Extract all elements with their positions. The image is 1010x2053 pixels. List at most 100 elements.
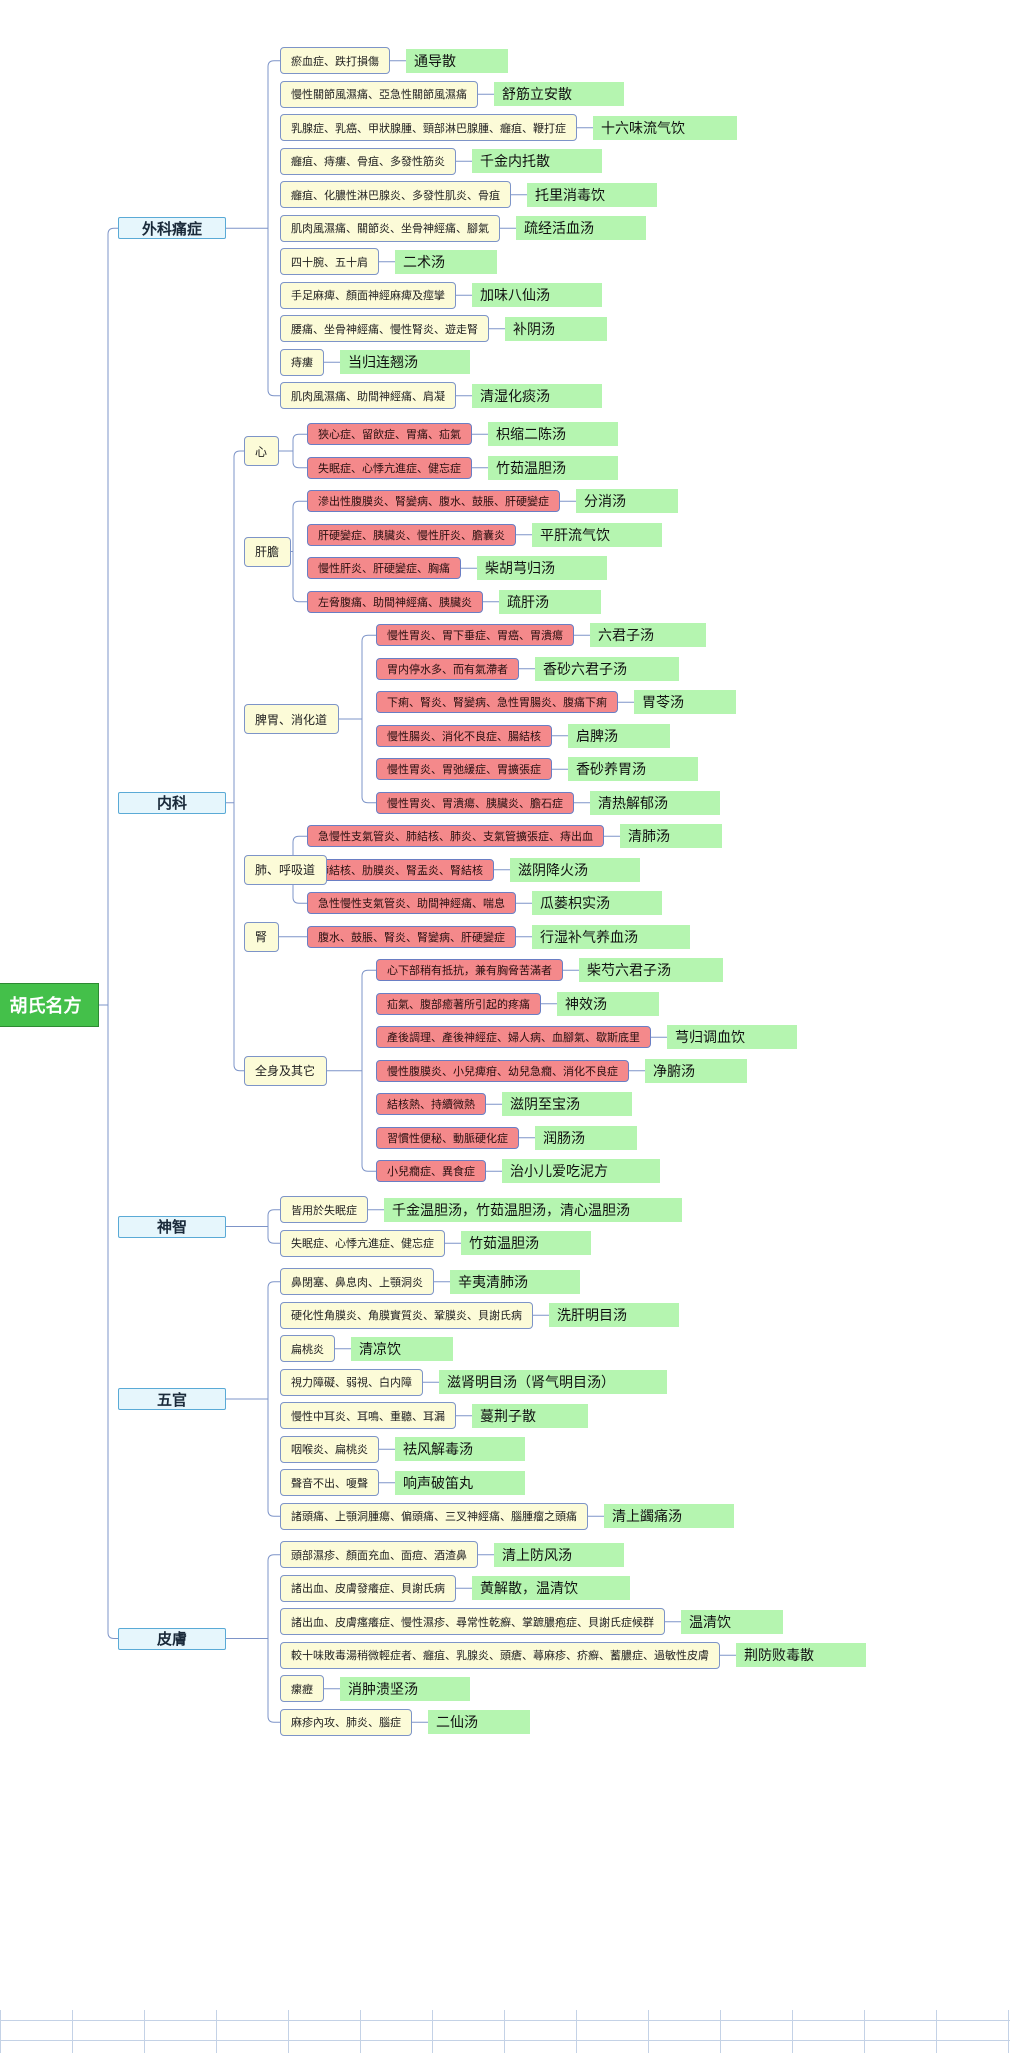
formula-node[interactable]: 二术汤 bbox=[395, 249, 497, 274]
formula-node[interactable]: 清凉饮 bbox=[351, 1336, 453, 1361]
formula-node[interactable]: 芎归调血饮 bbox=[667, 1025, 797, 1050]
disease-node[interactable]: 產後調理、產後神經症、婦人病、血腳氣、歇斯底里 bbox=[376, 1026, 651, 1049]
formula-node[interactable]: 响声破笛丸 bbox=[395, 1470, 525, 1495]
formula-node[interactable]: 柴芍六君子汤 bbox=[579, 958, 723, 983]
disease-node[interactable]: 諸出血、皮膚瘙癢症、慢性濕疹、尋常性乾癬、掌蹠膿疱症、貝謝氏症候群 bbox=[280, 1608, 665, 1636]
formula-node[interactable]: 祛风解毒汤 bbox=[395, 1437, 525, 1462]
formula-node[interactable]: 滋阴至宝汤 bbox=[502, 1092, 632, 1117]
disease-node[interactable]: 皆用於失眠症 bbox=[280, 1196, 368, 1224]
subgroup-node[interactable]: 肝膽 bbox=[244, 536, 291, 567]
disease-node[interactable]: 頭部濕疹、顏面充血、面痘、酒渣鼻 bbox=[280, 1541, 478, 1569]
subgroup-node[interactable]: 腎 bbox=[244, 921, 279, 952]
disease-node[interactable]: 諸出血、皮膚發癢症、貝謝氏病 bbox=[280, 1574, 456, 1602]
disease-node[interactable]: 失眠症、心悸亢進症、健忘症 bbox=[280, 1229, 445, 1257]
disease-node[interactable]: 小兒癇症、異食症 bbox=[376, 1160, 486, 1183]
formula-node[interactable]: 疏经活血汤 bbox=[516, 216, 646, 241]
disease-node[interactable]: 慢性關節風濕痛、亞急性關節風濕痛 bbox=[280, 80, 478, 108]
disease-node[interactable]: 癰疽、痔瘻、骨疽、多發性筋炎 bbox=[280, 147, 456, 175]
disease-node[interactable]: 下痢、腎炎、腎變病、急性胃腸炎、腹痛下痢 bbox=[376, 691, 618, 714]
disease-node[interactable]: 肌肉風濕痛、助間神經痛、肩凝 bbox=[280, 382, 456, 410]
formula-node[interactable]: 平肝流气饮 bbox=[532, 522, 662, 547]
disease-node[interactable]: 習慣性便秘、動脈硬化症 bbox=[376, 1126, 519, 1149]
disease-node[interactable]: 癰疽、化膿性淋巴腺炎、多發性肌炎、骨疽 bbox=[280, 181, 511, 209]
category-node[interactable]: 神智 bbox=[118, 1215, 226, 1238]
formula-node[interactable]: 六君子汤 bbox=[590, 623, 706, 648]
disease-node[interactable]: 扁桃炎 bbox=[280, 1335, 335, 1363]
formula-node[interactable]: 疏肝汤 bbox=[499, 589, 601, 614]
formula-node[interactable]: 十六味流气饮 bbox=[593, 115, 737, 140]
disease-node[interactable]: 慢性胃炎、胃下垂症、胃癌、胃潰瘍 bbox=[376, 624, 574, 647]
formula-node[interactable]: 清上蠲痛汤 bbox=[604, 1504, 734, 1529]
disease-node[interactable]: 結核熱、持續微熱 bbox=[376, 1093, 486, 1116]
disease-node[interactable]: 咽喉炎、扁桃炎 bbox=[280, 1435, 379, 1463]
formula-node[interactable]: 竹茹温胆汤 bbox=[488, 455, 618, 480]
disease-node[interactable]: 聲音不出、嗄聲 bbox=[280, 1469, 379, 1497]
formula-node[interactable]: 滋阴降火汤 bbox=[510, 857, 640, 882]
disease-node[interactable]: 疝氣、腹部癒著所引起的疼痛 bbox=[376, 992, 541, 1015]
formula-node[interactable]: 托里消毒饮 bbox=[527, 182, 657, 207]
formula-node[interactable]: 加味八仙汤 bbox=[472, 283, 602, 308]
category-node[interactable]: 皮膚 bbox=[118, 1627, 226, 1650]
disease-node[interactable]: 心下部稍有抵抗，兼有胸脅苦滿者 bbox=[376, 959, 563, 982]
formula-node[interactable]: 清湿化痰汤 bbox=[472, 383, 602, 408]
formula-node[interactable]: 荆防败毒散 bbox=[736, 1643, 866, 1668]
disease-node[interactable]: 硬化性角膜炎、角膜實質炎、鞏膜炎、貝謝氏病 bbox=[280, 1301, 533, 1329]
disease-node[interactable]: 較十味敗毒湯稍微輕症者、癰疽、乳腺炎、頭瘡、蕁麻疹、疥癬、蓄膿症、過敏性皮膚 bbox=[280, 1641, 720, 1669]
formula-node[interactable]: 蔓荆子散 bbox=[472, 1403, 588, 1428]
disease-node[interactable]: 鼻閉塞、鼻息肉、上顎洞炎 bbox=[280, 1268, 434, 1296]
disease-node[interactable]: 諸頭痛、上顎洞腫瘍、偏頭痛、三叉神經痛、腦腫瘤之頭痛 bbox=[280, 1502, 588, 1530]
disease-node[interactable]: 瘰癧 bbox=[280, 1675, 324, 1703]
formula-node[interactable]: 柴胡芎归汤 bbox=[477, 556, 607, 581]
formula-node[interactable]: 清热解郁汤 bbox=[590, 790, 720, 815]
disease-node[interactable]: 急慢性支氣管炎、肺結核、肺炎、支氣管擴張症、痔出血 bbox=[307, 825, 604, 848]
formula-node[interactable]: 洗肝明目汤 bbox=[549, 1303, 679, 1328]
formula-node[interactable]: 行湿补气养血汤 bbox=[532, 924, 690, 949]
formula-node[interactable]: 千金温胆汤，竹茹温胆汤，清心温胆汤 bbox=[384, 1197, 682, 1222]
disease-node[interactable]: 慢性胃炎、胃潰瘍、胰臟炎、膽石症 bbox=[376, 791, 574, 814]
category-node[interactable]: 内科 bbox=[118, 791, 226, 814]
category-node[interactable]: 外科痛症 bbox=[118, 217, 226, 240]
disease-node[interactable]: 狹心症、留飲症、胃痛、疝氣 bbox=[307, 423, 472, 446]
disease-node[interactable]: 慢性肝炎、肝硬變症、胸痛 bbox=[307, 557, 461, 580]
disease-node[interactable]: 腰痛、坐骨神經痛、慢性腎炎、遊走腎 bbox=[280, 315, 489, 343]
formula-node[interactable]: 治小儿爱吃泥方 bbox=[502, 1159, 660, 1184]
formula-node[interactable]: 温清饮 bbox=[681, 1609, 783, 1634]
disease-node[interactable]: 肝硬變症、胰臟炎、慢性肝炎、膽囊炎 bbox=[307, 523, 516, 546]
formula-node[interactable]: 清上防风汤 bbox=[494, 1542, 624, 1567]
formula-node[interactable]: 启脾汤 bbox=[568, 723, 670, 748]
formula-node[interactable]: 枳缩二陈汤 bbox=[488, 422, 618, 447]
formula-node[interactable]: 滋肾明目汤（肾气明目汤） bbox=[439, 1370, 667, 1395]
formula-node[interactable]: 千金内托散 bbox=[472, 149, 602, 174]
formula-node[interactable]: 神效汤 bbox=[557, 991, 659, 1016]
disease-node[interactable]: 慢性腸炎、消化不良症、腸結核 bbox=[376, 724, 552, 747]
subgroup-node[interactable]: 肺、呼吸道 bbox=[244, 854, 327, 885]
formula-node[interactable]: 清肺汤 bbox=[620, 824, 722, 849]
disease-node[interactable]: 手足麻痺、顏面神經麻痺及痙攣 bbox=[280, 281, 456, 309]
formula-node[interactable]: 通导散 bbox=[406, 48, 508, 73]
disease-node[interactable]: 胃内停水多、而有氣滯者 bbox=[376, 657, 519, 680]
disease-node[interactable]: 麻疹內攻、肺炎、腦症 bbox=[280, 1708, 412, 1736]
formula-node[interactable]: 净腑汤 bbox=[645, 1058, 747, 1083]
disease-node[interactable]: 肺結核、肋膜炎、腎盂炎、腎結核 bbox=[307, 858, 494, 881]
root-node[interactable]: 胡氏名方 bbox=[0, 983, 99, 1027]
formula-node[interactable]: 胃苓汤 bbox=[634, 690, 736, 715]
formula-node[interactable]: 润肠汤 bbox=[535, 1125, 637, 1150]
formula-node[interactable]: 香砂六君子汤 bbox=[535, 656, 679, 681]
formula-node[interactable]: 二仙汤 bbox=[428, 1710, 530, 1735]
disease-node[interactable]: 急性慢性支氣管炎、助間神經痛、喘息 bbox=[307, 892, 516, 915]
disease-node[interactable]: 視力障礙、弱視、白内障 bbox=[280, 1368, 423, 1396]
disease-node[interactable]: 滲出性腹膜炎、腎變病、腹水、鼓脹、肝硬變症 bbox=[307, 490, 560, 513]
formula-node[interactable]: 分消汤 bbox=[576, 489, 678, 514]
formula-node[interactable]: 补阴汤 bbox=[505, 316, 607, 341]
disease-node[interactable]: 慢性胃炎、胃弛緩症、胃擴張症 bbox=[376, 758, 552, 781]
subgroup-node[interactable]: 脾胃、消化道 bbox=[244, 704, 339, 734]
disease-node[interactable]: 瘀血症、跌打損傷 bbox=[280, 47, 390, 75]
formula-node[interactable]: 舒筋立安散 bbox=[494, 82, 624, 107]
formula-node[interactable]: 竹茹温胆汤 bbox=[461, 1231, 591, 1256]
disease-node[interactable]: 痔瘻 bbox=[280, 348, 324, 376]
subgroup-node[interactable]: 全身及其它 bbox=[244, 1055, 327, 1086]
formula-node[interactable]: 香砂养胃汤 bbox=[568, 757, 698, 782]
subgroup-node[interactable]: 心 bbox=[244, 436, 279, 466]
formula-node[interactable]: 消肿溃坚汤 bbox=[340, 1676, 470, 1701]
formula-node[interactable]: 瓜蒌枳实汤 bbox=[532, 891, 662, 916]
